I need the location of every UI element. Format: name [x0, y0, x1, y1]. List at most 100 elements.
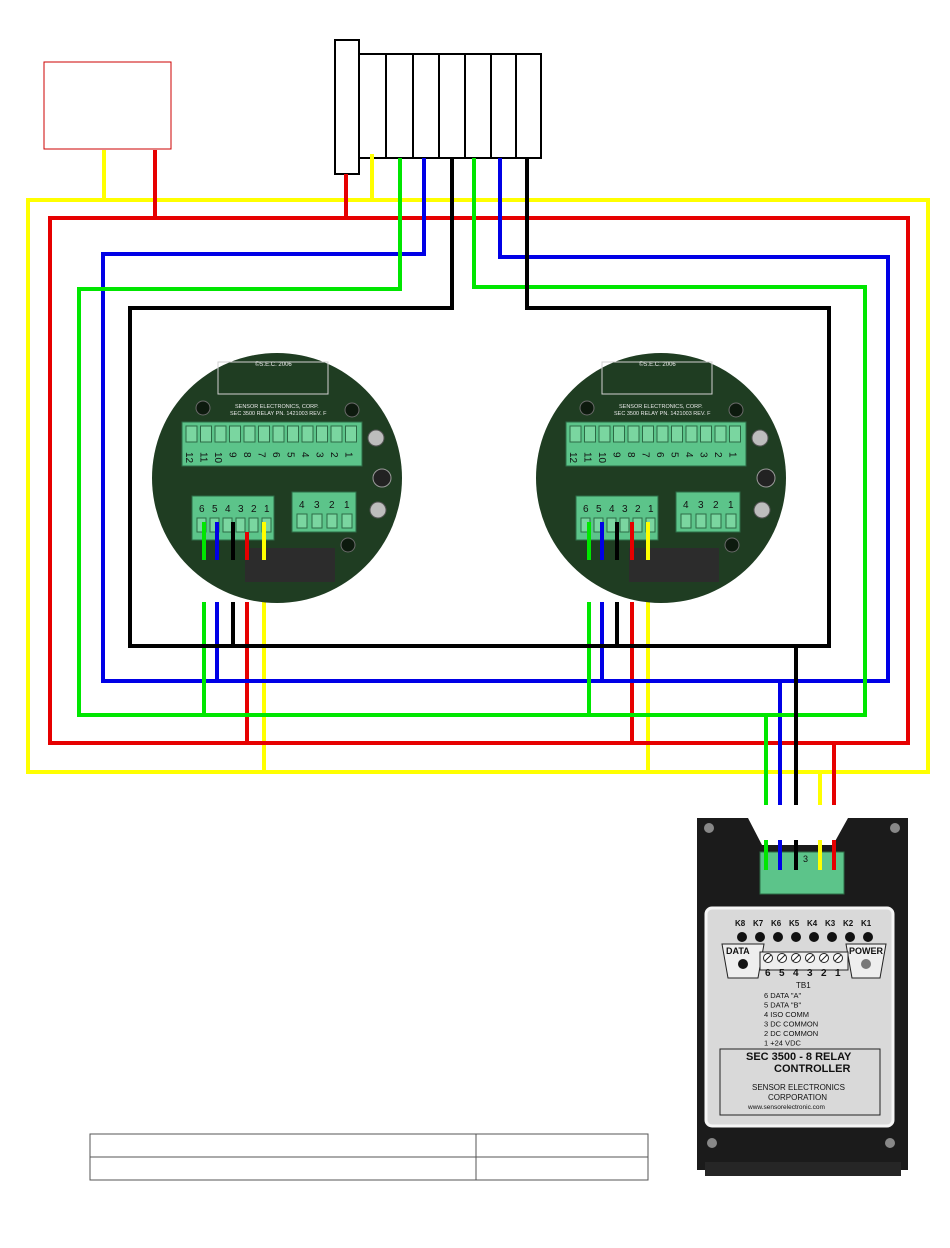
blue-wire-right — [498, 158, 890, 683]
terminal-number: 2 — [251, 504, 257, 515]
terminal-screw — [671, 425, 683, 443]
terminal-number: 1 — [344, 500, 350, 511]
relay-label: K3 — [825, 919, 836, 928]
screw — [751, 429, 769, 447]
blank-table — [89, 1133, 649, 1181]
terminal-number: 8 — [241, 452, 252, 458]
controller-url: www.sensorelectronic.com — [747, 1104, 825, 1111]
relay-led — [863, 932, 873, 942]
terminal-screw — [345, 425, 357, 443]
terminal-number: 3 — [622, 504, 628, 515]
terminal-screw — [729, 425, 741, 443]
terminal-number: 11 — [582, 452, 593, 463]
screw — [704, 823, 714, 833]
controller-connector — [759, 851, 845, 895]
terminal-number: 8 — [625, 452, 636, 458]
relay-label: K6 — [771, 919, 782, 928]
terminal-screw — [185, 425, 198, 443]
terminal-screw — [695, 513, 707, 529]
terminal-screw — [326, 513, 338, 529]
terminal-number: 1 — [727, 452, 738, 458]
controller-title-box — [719, 1048, 881, 1116]
terminal-screw — [235, 517, 246, 533]
power-label: POWER — [849, 946, 884, 956]
terminal-screw — [341, 513, 353, 529]
controller-title-1: SEC 3500 - 8 RELAY — [746, 1051, 852, 1063]
terminal-number: 4 — [299, 452, 310, 458]
terminal-number: 7 — [256, 452, 267, 458]
screw — [890, 823, 900, 833]
terminal-screw — [287, 425, 299, 443]
relay-label: K5 — [789, 919, 800, 928]
relay-label: K7 — [753, 919, 764, 928]
terminal-number: 12 — [183, 452, 194, 464]
terminal-strip — [334, 39, 542, 175]
power-led — [861, 959, 871, 969]
terminal-number: 1 — [343, 452, 354, 458]
terminal-screw — [700, 425, 712, 443]
terminal-number: 12 — [567, 452, 578, 464]
capacitor — [756, 468, 776, 488]
terminal-number: 3 — [698, 500, 704, 511]
terminal-screw — [272, 425, 285, 443]
terminal-number: 4 — [609, 504, 615, 515]
terminal-screw — [330, 425, 343, 443]
relay-label: K4 — [807, 919, 818, 928]
terminal-number: 5 — [596, 504, 602, 515]
tb1-legend-line: 6 DATA "A" — [764, 991, 801, 1000]
terminal-screw — [311, 513, 323, 529]
terminal-number: 3 — [698, 452, 709, 458]
blue-wire-left — [101, 158, 782, 866]
connector-label: 3 — [803, 854, 808, 864]
terminal-number: 2 — [635, 504, 641, 515]
terminal-number: 1 — [728, 500, 734, 511]
controller-base — [705, 1162, 901, 1176]
relay-led — [809, 932, 819, 942]
terminal-screw — [710, 513, 722, 529]
tb1-legend-line: 5 DATA "B" — [764, 1001, 801, 1010]
board-maker: SENSOR ELECTRONICS, CORP. — [619, 404, 703, 410]
terminal-screw — [725, 513, 737, 529]
component-array — [245, 548, 335, 582]
terminal-number: 6 — [654, 452, 665, 458]
board-part-number: SEC 3500 RELAY PN. 1421003 REV. F — [614, 411, 711, 417]
black-wire-left — [128, 158, 831, 648]
mount-hole — [340, 537, 356, 553]
terminal-number: 1 — [648, 504, 654, 515]
terminal-number: 2 — [329, 500, 335, 511]
terminal-number: 4 — [683, 500, 689, 511]
terminal-screw — [258, 425, 270, 443]
terminal-screw — [642, 425, 654, 443]
tb1-legend-line: 3 DC COMMON — [764, 1020, 818, 1029]
terminal-screw — [569, 425, 582, 443]
terminal-number: 10 — [212, 452, 223, 464]
terminal-screw — [316, 425, 328, 443]
terminal-screw — [598, 425, 611, 443]
relay-label: K2 — [843, 919, 854, 928]
screw — [885, 1138, 895, 1148]
tb1-legend-line: 1 +24 VDC — [764, 1039, 801, 1048]
capacitor — [372, 468, 392, 488]
terminal-screw — [613, 425, 625, 443]
yellow-wire-loop — [26, 198, 930, 774]
terminal-number: 11 — [198, 452, 209, 463]
terminal-number: 7 — [640, 452, 651, 458]
terminal-number: 9 — [227, 452, 238, 458]
terminal-screw — [627, 425, 640, 443]
terminal-number: 4 — [683, 452, 694, 458]
tb1-title: TB1 — [796, 981, 811, 990]
relay-board-2: ©S.E.C. 2006 SENSOR ELECTRONICS, CORP. S… — [536, 352, 786, 603]
terminal-screw — [248, 517, 259, 533]
relay-led — [791, 932, 801, 942]
screw — [369, 501, 387, 519]
terminal-screw — [229, 425, 241, 443]
terminal-number: 6 — [583, 504, 589, 515]
terminal-number: 2 — [328, 452, 339, 458]
tb1-number: 6 — [765, 968, 771, 979]
data-label: DATA — [726, 946, 750, 956]
screw — [707, 1138, 717, 1148]
board-maker: SENSOR ELECTRONICS, CORP. — [235, 404, 319, 410]
terminal-number: 4 — [299, 500, 305, 511]
board-part-number: SEC 3500 RELAY PN. 1421003 REV. F — [230, 411, 327, 417]
